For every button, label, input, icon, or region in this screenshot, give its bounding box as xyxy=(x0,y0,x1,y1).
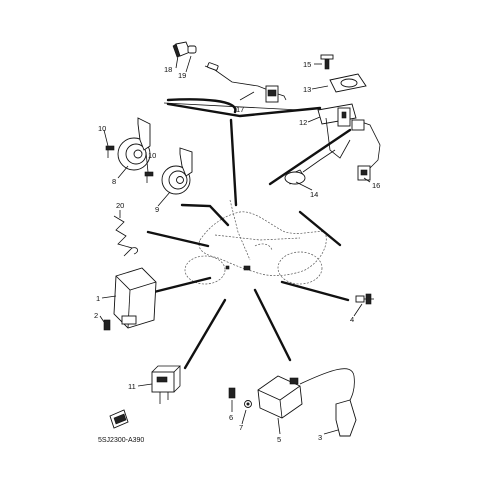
label-4: 4 xyxy=(350,315,354,324)
leader-wire-top xyxy=(166,102,322,118)
label-leader-lines xyxy=(99,55,371,435)
leader-clip xyxy=(146,230,210,248)
sensor-4-body xyxy=(355,295,365,303)
clip-20-group xyxy=(113,215,138,257)
leader-top-to-frame xyxy=(229,118,238,207)
leader-horns xyxy=(180,203,230,227)
label-2: 2 xyxy=(94,311,98,320)
label-3: 3 xyxy=(318,433,322,442)
label-19: 19 xyxy=(178,71,186,80)
label-8: 8 xyxy=(112,177,116,186)
leader-sender-bracket xyxy=(268,128,352,186)
fuel-sender-group xyxy=(284,54,381,185)
label-11: 11 xyxy=(128,382,136,391)
bolt-6 xyxy=(228,387,236,399)
ignition-coil-group xyxy=(228,368,357,437)
label-6: 6 xyxy=(229,413,233,422)
label-7: 7 xyxy=(239,423,243,432)
sensor-4-group xyxy=(355,293,374,305)
label-10a: 10 xyxy=(98,124,106,133)
label-20: 20 xyxy=(116,201,124,210)
leader-sender-to-frame xyxy=(298,210,342,247)
motorcycle-frame-outline xyxy=(184,199,327,285)
leader-cdi xyxy=(152,276,212,294)
cap-3 xyxy=(335,399,357,437)
bolt-10a xyxy=(105,145,115,151)
leader-relay xyxy=(183,298,227,370)
label-13: 13 xyxy=(303,85,311,94)
label-17: 17 xyxy=(236,105,244,114)
leader-lines xyxy=(146,98,352,370)
leader-wire-arc xyxy=(166,98,237,114)
label-9: 9 xyxy=(155,205,159,214)
boot-19 xyxy=(187,45,197,54)
label-12: 12 xyxy=(299,118,307,127)
label-10b: 10 xyxy=(148,151,156,160)
label-5: 5 xyxy=(277,435,281,444)
leader-sensor xyxy=(280,280,350,302)
tag-icon xyxy=(109,409,129,429)
cdi-1 xyxy=(113,267,157,329)
coil-5 xyxy=(257,375,303,419)
label-14: 14 xyxy=(310,190,318,199)
label-18: 18 xyxy=(164,65,172,74)
cdi-unit-group xyxy=(103,267,157,331)
label-16: 16 xyxy=(372,181,380,190)
part-labels: 18 19 17 15 13 12 14 16 10 10 8 9 20 1 2… xyxy=(94,60,380,444)
horn-harness-group xyxy=(163,41,301,111)
horns-group xyxy=(105,117,193,195)
label-15: 15 xyxy=(303,60,311,69)
leader-coil xyxy=(253,288,292,362)
diagram-code: 5SJ2300-A390 xyxy=(98,437,144,444)
bolt-2 xyxy=(103,319,111,331)
bolt-10b xyxy=(144,171,154,177)
relay-11-group xyxy=(151,365,181,404)
label-1: 1 xyxy=(96,294,100,303)
